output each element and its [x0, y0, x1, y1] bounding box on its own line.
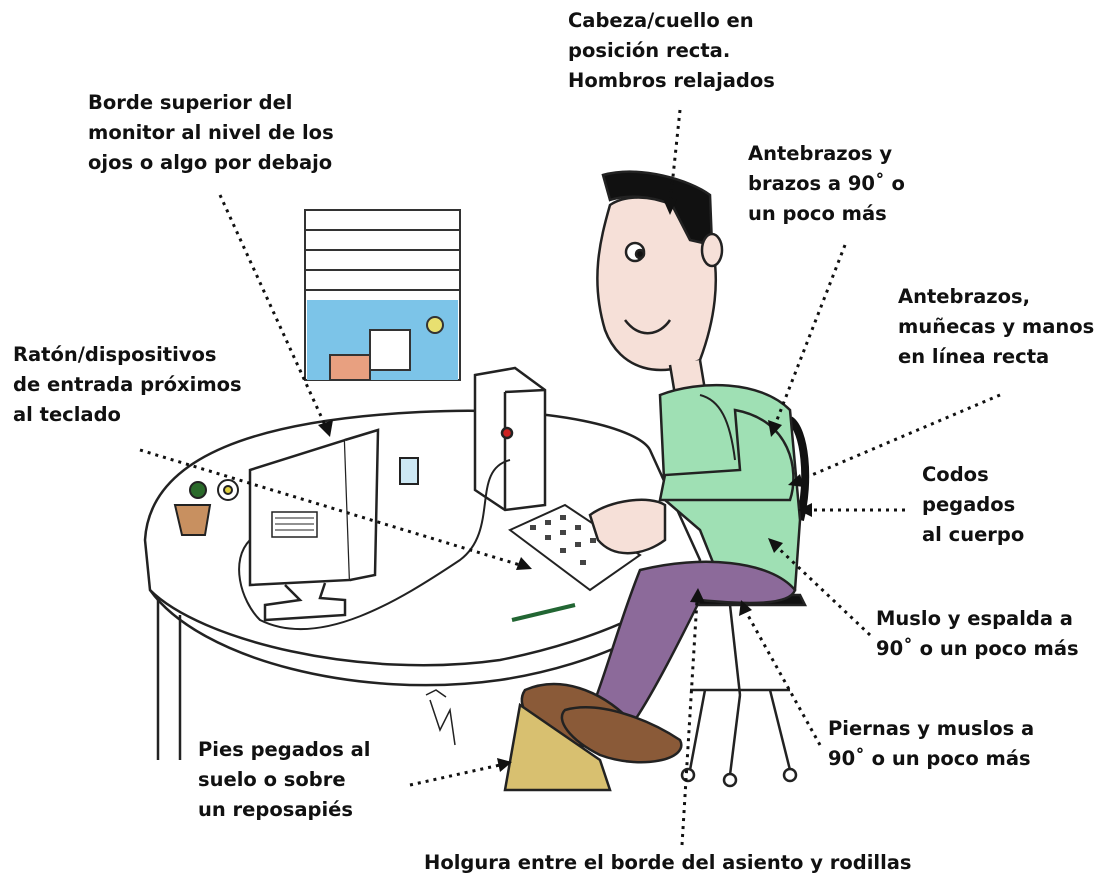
label-legs-thighs: Piernas y muslos a 90˚ o un poco más — [828, 717, 1035, 771]
label-monitor-height: Borde superior del monitor al nivel de l… — [88, 91, 334, 175]
label-thigh-back: Muslo y espalda a 90˚ o un poco más — [876, 607, 1079, 661]
label-wrists-straight: Antebrazos, muñecas y manos en línea rec… — [898, 285, 1095, 369]
glass — [399, 457, 419, 485]
artist-signature — [425, 689, 456, 746]
cables — [238, 459, 511, 631]
wall-window — [304, 209, 461, 381]
label-forearms-arms: Antebrazos y brazos a 90˚ o un poco más — [748, 142, 905, 226]
footrest — [503, 702, 612, 792]
person — [520, 170, 802, 764]
label-mouse-near-keyboard: Ratón/dispositivos de entrada próximos a… — [13, 343, 242, 427]
arrow-heads — [318, 199, 812, 772]
label-head-neck: Cabeza/cuello en posición recta. Hombros… — [568, 9, 775, 93]
computer-tower — [473, 366, 547, 512]
label-knee-clearance: Holgura entre el borde del asiento y rod… — [424, 851, 912, 874]
pen — [511, 603, 576, 622]
monitor — [248, 428, 380, 622]
label-elbows: Codos pegados al cuerpo — [922, 463, 1025, 547]
leader-arrows — [139, 109, 1001, 846]
keyboard — [508, 503, 642, 592]
plant — [173, 479, 239, 536]
label-feet: Pies pegados al suelo o sobre un reposap… — [198, 738, 371, 822]
